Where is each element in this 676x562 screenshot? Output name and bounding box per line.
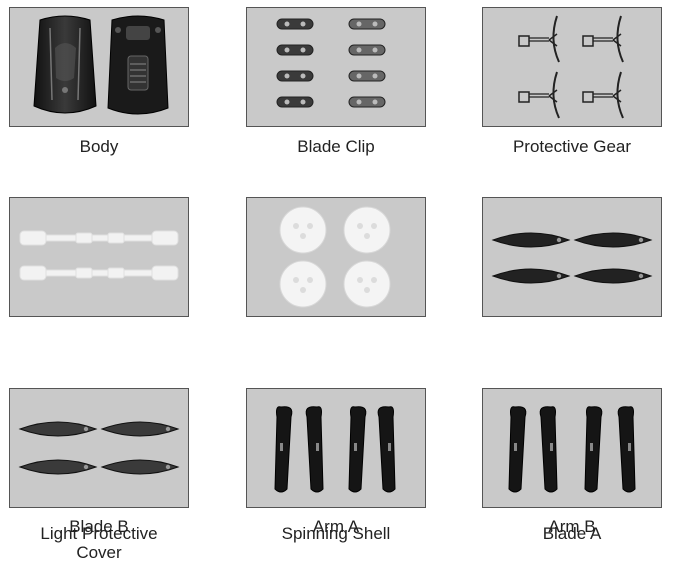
part-label-blade-b: Blade B xyxy=(69,517,129,536)
part-photo-arm-a xyxy=(246,388,426,508)
part-photo-body xyxy=(9,7,189,127)
part-photo-blade-a xyxy=(482,197,662,317)
part-photo-spinning-shell xyxy=(246,197,426,317)
part-photo-arm-b xyxy=(482,388,662,508)
part-label-arm-b: Arm B xyxy=(548,517,596,536)
part-photo-blade-b xyxy=(9,388,189,508)
part-photo-protective-gear xyxy=(482,7,662,127)
part-label-arm-a: Arm A xyxy=(312,517,360,536)
part-label-blade-clip: Blade Clip xyxy=(297,137,375,156)
part-label-protective-gear: Protective Gear xyxy=(512,137,632,156)
part-photo-blade-clip xyxy=(246,7,426,127)
part-photo-light-protective-cover xyxy=(9,197,189,317)
part-label-body: Body xyxy=(79,137,119,156)
part-label-blade-a: Blade A xyxy=(542,524,602,543)
part-label-spinning-shell: Spinning Shell xyxy=(281,524,391,543)
